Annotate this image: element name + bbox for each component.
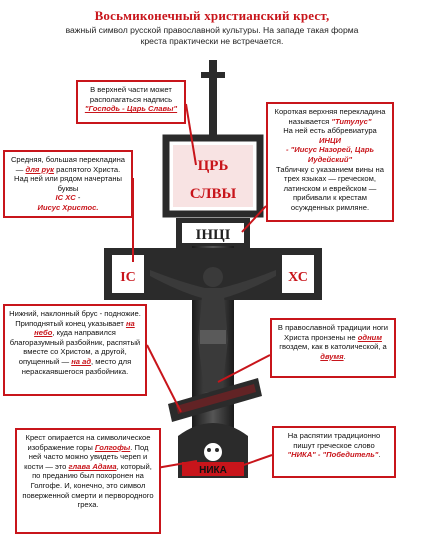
connector-c1 bbox=[185, 103, 197, 166]
page-title: Восьмиконечный христианский крест, bbox=[94, 8, 330, 23]
connector-c5 bbox=[217, 354, 271, 383]
callout-main-crossbar: Средняя, большая перекладина — для рук р… bbox=[3, 150, 133, 218]
callout-footrest: Нижний, наклонный брус - подножие. Припо… bbox=[3, 304, 147, 396]
connector-c4 bbox=[146, 344, 182, 413]
connector-c7 bbox=[237, 454, 273, 468]
top-inscription-1: ЦРЬ bbox=[198, 158, 229, 174]
nika-inscription: НИКА bbox=[199, 465, 227, 476]
right-arm-inscription: ХС bbox=[288, 270, 308, 285]
callout-nika: На распятии традиционно пишут греческое … bbox=[272, 426, 396, 478]
cross-top-plaque bbox=[162, 134, 264, 218]
callout-golgotha: Крест опирается на символическое изображ… bbox=[15, 428, 161, 534]
callout-inscription-king-of-glory: В верхней части может располагаться надп… bbox=[76, 80, 186, 124]
nika-plate bbox=[182, 462, 244, 476]
callout-titulus: Короткая верхняя перекладина называется … bbox=[266, 102, 394, 222]
header: Восьмиконечный христианский крест, важны… bbox=[0, 8, 424, 47]
top-inscription-2: СЛВЫ bbox=[190, 186, 237, 202]
subtitle-line-2: креста практически не встречается. bbox=[140, 36, 284, 46]
cross-hanging-post bbox=[209, 60, 217, 140]
left-arm-inscription: ІС bbox=[120, 270, 136, 285]
slanted-footrest bbox=[168, 378, 262, 422]
page-subtitle: важный символ русской православной культ… bbox=[0, 25, 424, 47]
callout-nails: В православной традиции ноги Христа прон… bbox=[270, 318, 396, 378]
connector-c2 bbox=[241, 205, 267, 233]
subtitle-line-1: важный символ русской православной культ… bbox=[65, 25, 359, 35]
crucifix-figure bbox=[150, 267, 276, 392]
titulus-inscription: ІНЦІ bbox=[195, 227, 230, 243]
